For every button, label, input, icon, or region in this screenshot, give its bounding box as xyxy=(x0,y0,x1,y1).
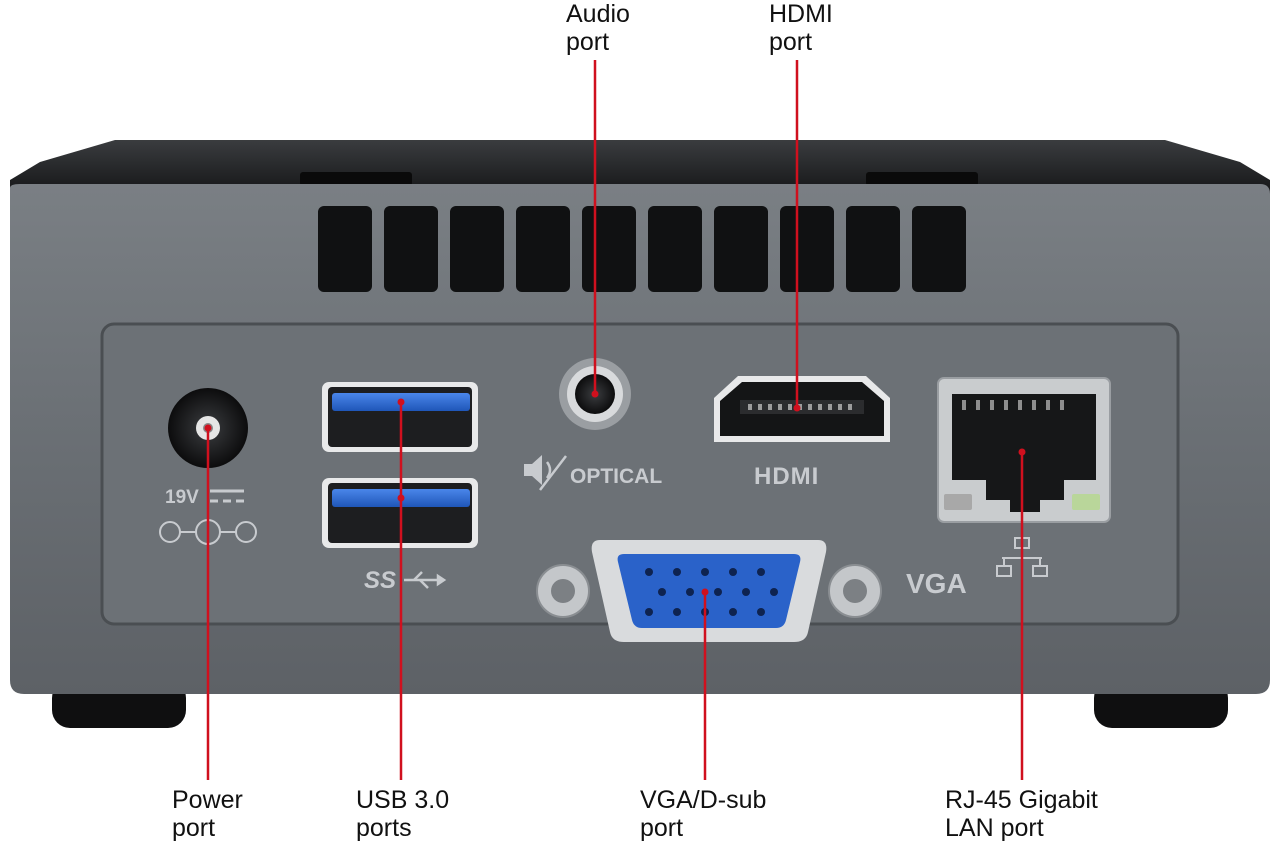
audio-callout-line1: Audio xyxy=(566,0,630,28)
usb-callout-line2: ports xyxy=(356,814,412,842)
power-port-callout: Power port xyxy=(172,786,243,842)
mini-pc-rear-diagram: 19V SS OPTICAL xyxy=(10,60,1270,780)
usb-trident-icon xyxy=(404,571,447,589)
audio-callout-line2: port xyxy=(566,28,610,56)
hdmi-label: HDMI xyxy=(754,463,819,490)
power-callout-line2: port xyxy=(172,814,216,842)
usb-callout-line1: USB 3.0 xyxy=(356,786,450,814)
usb-ss-label: SS xyxy=(364,567,396,594)
lid-clip-right xyxy=(866,172,978,186)
power-callout-line1: Power xyxy=(172,786,243,814)
vga-port-callout: VGA/D-sub port xyxy=(640,786,766,842)
usb-ports-callout: USB 3.0 ports xyxy=(356,786,449,842)
hdmi-port-callout: HDMI port xyxy=(769,0,833,56)
lid-clip-left xyxy=(300,172,412,186)
lan-callout-line1: RJ-45 Gigabit xyxy=(945,786,1098,814)
hdmi-callout-line2: port xyxy=(769,28,813,56)
optical-label: OPTICAL xyxy=(570,465,662,488)
lan-callout-line2: LAN port xyxy=(945,814,1044,842)
vga-connector xyxy=(536,540,882,642)
leader-lines xyxy=(204,60,1026,780)
vga-callout-line1: VGA/D-sub xyxy=(640,786,767,814)
hdmi-callout-line1: HDMI xyxy=(769,0,833,28)
audio-port-callout: Audio port xyxy=(566,0,630,56)
vga-label: VGA xyxy=(906,568,967,599)
dc-symbol-icon xyxy=(210,489,244,503)
hdmi-port xyxy=(714,376,890,442)
power-voltage-label: 19V xyxy=(165,487,199,508)
vent-slots xyxy=(318,206,966,292)
vga-callout-line2: port xyxy=(640,814,684,842)
speaker-icon xyxy=(524,455,567,491)
lan-port-callout: RJ-45 Gigabit LAN port xyxy=(945,786,1098,842)
